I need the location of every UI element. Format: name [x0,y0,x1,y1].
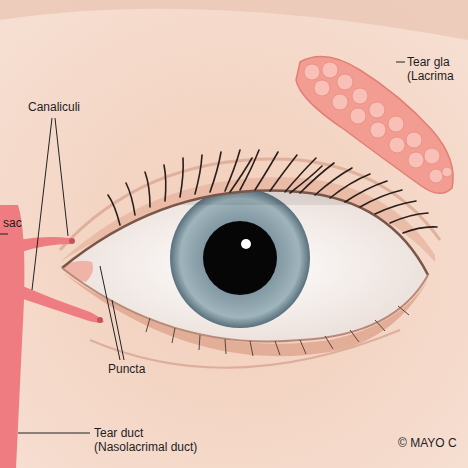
leader-lines [0,62,405,433]
brow-shade [0,0,468,40]
lacrimal-drainage [0,205,104,468]
upper-lid-margin [62,191,428,275]
iris [170,188,310,328]
duct-label: Tear duct (Nasolacrimal duct) [94,426,219,454]
highlight [241,239,251,249]
part-label: Puncta [108,362,168,376]
lower-lashes [146,306,409,356]
gland-label: Tear gla (Lacrima [407,55,465,83]
copyright-label: © MAYO C [398,436,464,450]
part-label: sac [3,216,33,230]
pupil [203,221,277,295]
part-label: Canaliculi [28,100,108,114]
lower-lid-margin [62,268,428,342]
